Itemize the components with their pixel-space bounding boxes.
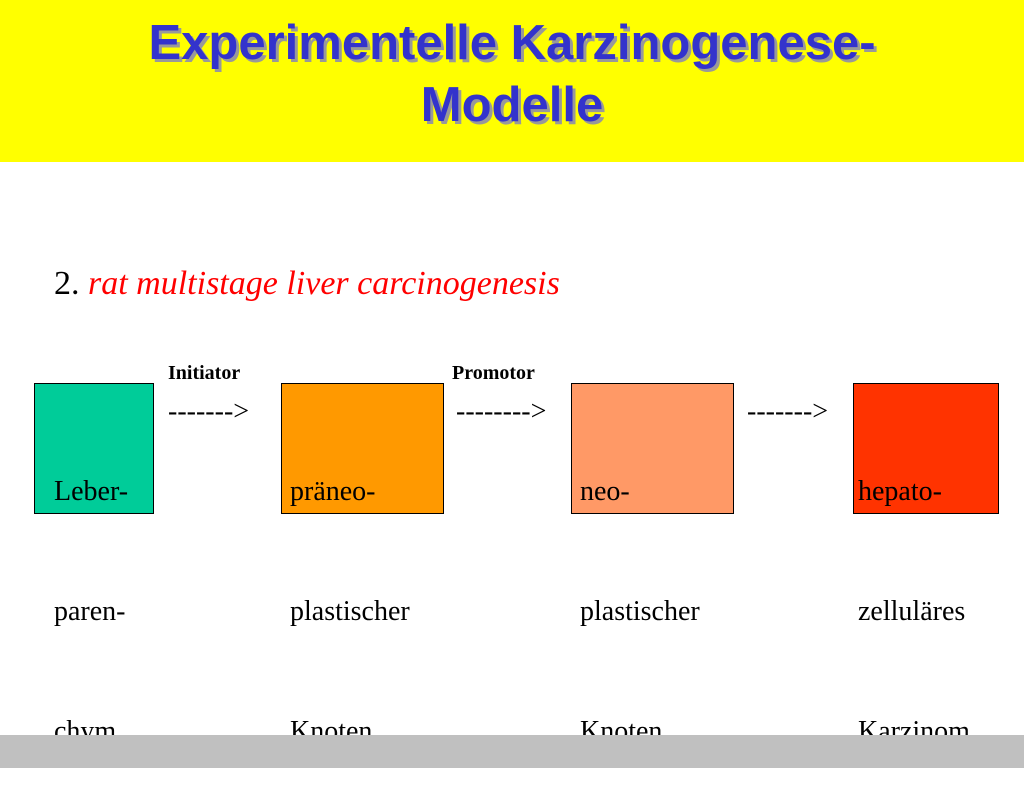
stage-text-praeneoplastisch: präneo- plastischer Knoten bbox=[290, 392, 410, 792]
initiator-label: Initiator bbox=[168, 362, 241, 384]
stage-line: präneo- bbox=[290, 476, 376, 507]
subtitle: 2. rat multistage liver carcinogenesis bbox=[54, 265, 560, 303]
slide-title: Experimentelle Karzinogenese- Modelle bbox=[0, 12, 1024, 136]
stage-line: hepato- bbox=[858, 476, 942, 507]
subtitle-text: rat multistage liver carcinogenesis bbox=[88, 265, 560, 302]
stage-box-karzinom bbox=[853, 383, 999, 514]
promotor-label: Promotor bbox=[452, 362, 535, 384]
stage-line: paren- bbox=[54, 596, 126, 627]
stage-line: plastischer bbox=[290, 596, 410, 627]
stage-box-neoplastisch bbox=[571, 383, 734, 514]
stage-line: plastischer bbox=[580, 596, 700, 627]
title-band bbox=[0, 0, 1024, 162]
title-line-2: Modelle bbox=[420, 78, 604, 132]
stage-line: Leber- bbox=[54, 476, 129, 507]
stage-text-karzinom: hepato- zelluläres Karzinom bbox=[858, 392, 970, 792]
stage-text-neoplastisch: neo- plastischer Knoten bbox=[580, 392, 700, 792]
arrow-2: --------> bbox=[456, 396, 547, 427]
footer-bar bbox=[0, 735, 1024, 768]
subtitle-number: 2. bbox=[54, 265, 80, 302]
arrow-3: -------> bbox=[747, 396, 829, 427]
stage-box-leberparenchym bbox=[34, 383, 154, 514]
title-line-1: Experimentelle Karzinogenese- bbox=[148, 16, 876, 70]
arrow-1: -------> bbox=[168, 396, 250, 427]
stage-text-leberparenchym: Leber- paren- chym bbox=[54, 392, 128, 792]
stage-box-praeneoplastisch bbox=[281, 383, 444, 514]
stage-line: zelluläres bbox=[858, 596, 966, 627]
stage-line: neo- bbox=[580, 476, 630, 507]
